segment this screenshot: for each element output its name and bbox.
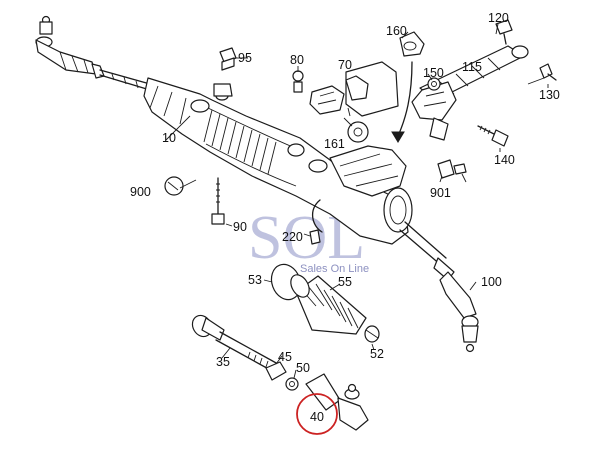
part-130-bolt bbox=[477, 125, 509, 147]
callout-70: 70 bbox=[338, 58, 352, 72]
callout-10: 10 bbox=[162, 131, 176, 145]
callout-150: 161 bbox=[324, 137, 345, 151]
tie-rod-end-left bbox=[35, 15, 105, 79]
part-900-sensor bbox=[437, 159, 467, 179]
callout-labels: 95 80 70 160 120 115 150 130 140 161 10 … bbox=[130, 11, 560, 424]
callout-161: 220 bbox=[282, 230, 303, 244]
callout-130: 140 bbox=[494, 153, 515, 167]
part-140-washer bbox=[427, 77, 441, 91]
rack-shaft-right bbox=[399, 221, 479, 353]
part-95-cap bbox=[219, 47, 237, 71]
callout-55: 55 bbox=[338, 275, 352, 289]
watermark-tagline: Sales On Line bbox=[300, 263, 369, 275]
leader-lines bbox=[165, 23, 549, 379]
callout-90: 90 bbox=[233, 220, 247, 234]
rack-shaft-left bbox=[99, 69, 151, 91]
callout-120: 130 bbox=[539, 88, 560, 102]
callout-160: 160 bbox=[386, 24, 407, 38]
callout-140: 150 bbox=[423, 66, 444, 80]
pump-body bbox=[309, 61, 399, 117]
callout-40: 40 bbox=[310, 410, 324, 424]
highlight-circle bbox=[296, 393, 338, 435]
part-50-washer bbox=[285, 377, 299, 391]
part-55-bellows-boot bbox=[290, 274, 367, 335]
part-45-nut bbox=[265, 361, 287, 381]
part-90-bolt bbox=[211, 177, 225, 225]
steering-rack-housing bbox=[143, 77, 413, 245]
part-220-clamp bbox=[164, 176, 184, 196]
callout-115: 120 bbox=[488, 11, 509, 25]
callout-110: 115 bbox=[462, 60, 482, 74]
part-115-bolt bbox=[495, 19, 513, 45]
part-52-small-clamp bbox=[364, 325, 380, 343]
part-80-nut bbox=[292, 70, 304, 93]
callout-100: 100 bbox=[481, 275, 502, 289]
part-161-pin bbox=[309, 229, 321, 245]
assembly-arrow bbox=[391, 61, 413, 143]
callout-80: 80 bbox=[290, 53, 304, 67]
callout-35: 35 bbox=[216, 355, 230, 369]
callout-95: 95 bbox=[238, 51, 252, 65]
part-150-ring bbox=[347, 121, 369, 143]
callout-220: 900 bbox=[130, 185, 151, 199]
intermediate-shaft bbox=[411, 45, 529, 141]
part-160-sleeve bbox=[399, 31, 425, 57]
callout-900: 901 bbox=[430, 186, 451, 200]
part-120-bolt bbox=[539, 63, 557, 81]
callout-53: 53 bbox=[248, 273, 262, 287]
callout-50: 50 bbox=[296, 361, 310, 375]
callout-45: 45 bbox=[278, 350, 292, 364]
part-35-inner-tie-rod bbox=[191, 314, 279, 373]
callout-52: 52 bbox=[370, 347, 384, 361]
